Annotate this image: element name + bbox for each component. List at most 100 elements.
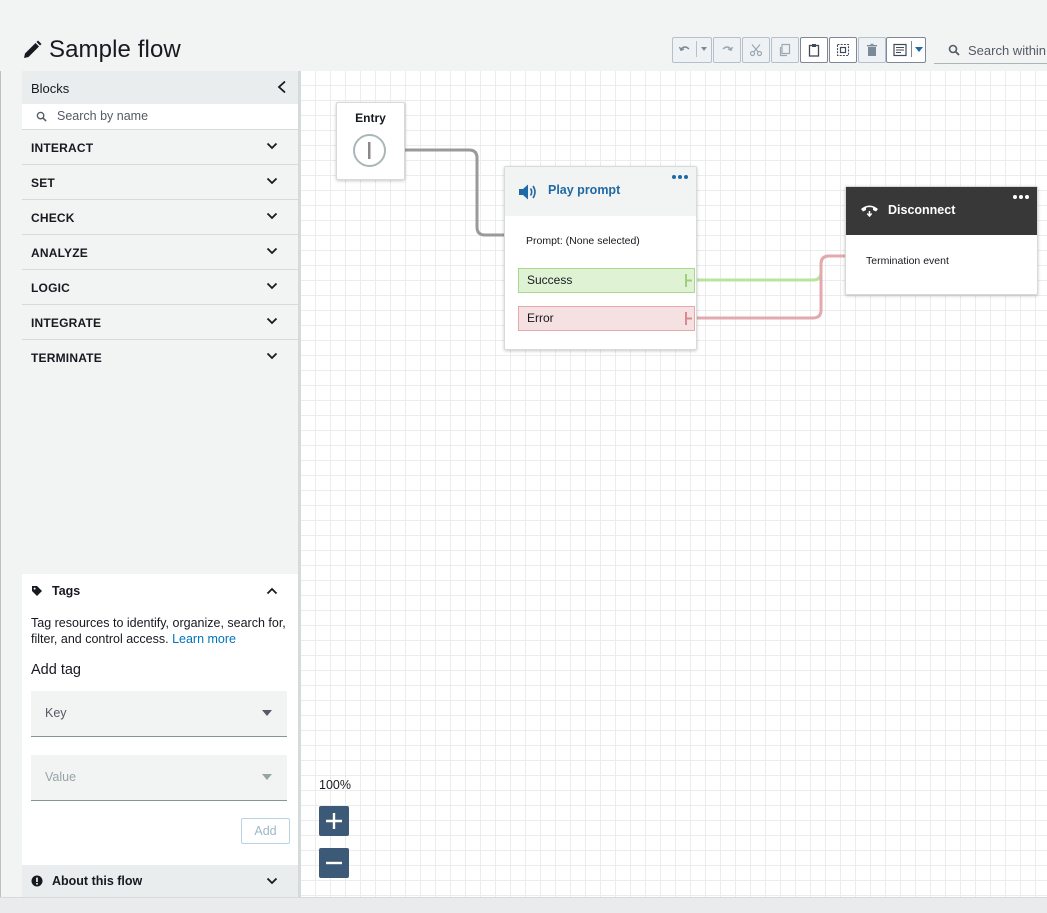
tag-value-placeholder: Value: [45, 770, 77, 784]
tag-key-placeholder: Key: [45, 706, 67, 720]
canvas-search-input[interactable]: Search within: [934, 37, 1047, 64]
chevron-down-icon: [266, 177, 278, 185]
termination-event-label: Termination event: [866, 255, 949, 267]
minus-icon: [326, 861, 342, 865]
entry-port[interactable]: [353, 134, 386, 167]
pencil-edit-icon[interactable]: [22, 40, 42, 60]
undo-history-caret-icon[interactable]: [701, 47, 707, 51]
more-options-icon[interactable]: [1013, 195, 1029, 199]
tags-header[interactable]: Tags: [22, 574, 298, 608]
tags-description: Tag resources to identify, organize, sea…: [31, 616, 291, 647]
canvas-search-placeholder: Search within: [968, 42, 1047, 58]
chevron-down-icon: [266, 877, 278, 885]
paste-button[interactable]: [800, 37, 828, 63]
chevron-up-icon: [266, 587, 278, 595]
delete-button[interactable]: [858, 37, 886, 63]
undo-icon: [678, 46, 690, 52]
category-label: TERMINATE: [31, 351, 102, 365]
caret-down-icon: [262, 774, 272, 780]
chevron-down-icon: [266, 247, 278, 255]
play-prompt-block[interactable]: Play prompt Prompt: (None selected) Succ…: [504, 166, 697, 350]
chevron-down-icon: [266, 317, 278, 325]
port-handle-icon[interactable]: [685, 274, 692, 287]
category-terminate[interactable]: TERMINATE: [22, 340, 298, 374]
add-tag-button[interactable]: Add: [241, 818, 290, 844]
sidebar-resize-handle[interactable]: [298, 71, 301, 897]
error-branch[interactable]: Error: [518, 306, 695, 331]
tag-icon: [32, 586, 42, 596]
entry-block[interactable]: Entry: [336, 102, 405, 180]
hang-up-phone-icon: [861, 205, 878, 217]
category-label: INTEGRATE: [31, 316, 102, 330]
info-alert-icon: [31, 875, 43, 887]
clipboard-icon: [808, 44, 820, 57]
category-analyze[interactable]: ANALYZE: [22, 235, 298, 270]
chevron-down-icon: [266, 282, 278, 290]
about-flow-label: About this flow: [52, 874, 143, 888]
port-handle-icon[interactable]: [685, 312, 692, 325]
chevron-down-icon: [266, 352, 278, 360]
speaker-icon: [519, 184, 536, 200]
select-all-button[interactable]: [829, 37, 857, 63]
bottom-status-bar: [0, 897, 1047, 913]
port-handle-icon: [368, 142, 371, 159]
blocks-header: Blocks: [22, 71, 298, 104]
category-label: SET: [31, 176, 55, 190]
page-title: Sample flow: [49, 36, 181, 63]
play-prompt-title: Play prompt: [548, 183, 621, 197]
category-interact[interactable]: INTERACT: [22, 130, 298, 165]
redo-icon: [722, 46, 734, 52]
category-set[interactable]: SET: [22, 165, 298, 200]
category-label: CHECK: [31, 211, 75, 225]
category-label: INTERACT: [31, 141, 94, 155]
redo-button[interactable]: [713, 37, 741, 63]
play-prompt-header: Play prompt: [505, 167, 696, 216]
category-integrate[interactable]: INTEGRATE: [22, 305, 298, 340]
tag-key-select[interactable]: Key: [31, 691, 287, 737]
cut-button[interactable]: [742, 37, 770, 63]
scissors-icon: [749, 44, 763, 57]
success-branch[interactable]: Success: [518, 268, 695, 293]
title-area: Sample flow: [22, 36, 181, 64]
category-check[interactable]: CHECK: [22, 200, 298, 235]
blocks-label: Blocks: [31, 81, 70, 96]
copy-icon: [779, 43, 791, 57]
toolbar-divider: [696, 41, 697, 57]
zoom-in-button[interactable]: [319, 806, 349, 836]
caret-down-icon: [262, 710, 272, 716]
category-label: ANALYZE: [31, 246, 88, 260]
blocks-sidebar: Blocks Search by name INTERACT SET CHECK…: [22, 71, 299, 897]
trash-icon: [867, 43, 877, 56]
more-options-icon[interactable]: [672, 175, 688, 179]
disconnect-block[interactable]: Disconnect Termination event: [845, 186, 1038, 295]
learn-more-link[interactable]: Learn more: [172, 631, 236, 646]
zoom-out-button[interactable]: [319, 848, 349, 878]
search-icon: [36, 111, 47, 122]
select-area-icon: [836, 43, 850, 57]
block-search-input[interactable]: Search by name: [22, 104, 298, 130]
success-branch-label: Success: [527, 273, 573, 287]
tags-title: Tags: [52, 584, 81, 598]
tags-panel: Tags Tag resources to identify, organize…: [22, 574, 298, 865]
tags-description-text: Tag resources to identify, organize, sea…: [31, 616, 286, 646]
tag-value-select[interactable]: Value: [31, 755, 287, 801]
disconnect-header: Disconnect: [846, 187, 1037, 235]
category-label: LOGIC: [31, 281, 70, 295]
copy-button[interactable]: [771, 37, 799, 63]
flow-canvas[interactable]: Entry Play prompt Prompt: (None selected…: [301, 71, 1047, 897]
about-flow-section[interactable]: About this flow: [22, 865, 298, 897]
prompt-text: Prompt: (None selected): [526, 235, 640, 247]
add-tag-label: Add tag: [31, 662, 81, 678]
block-search-placeholder: Search by name: [57, 109, 149, 123]
notes-icon: [892, 43, 907, 57]
collapse-sidebar-icon[interactable]: [276, 80, 288, 94]
zoom-level: 100%: [319, 778, 351, 792]
plus-icon: [326, 813, 342, 829]
notes-menu-caret-icon[interactable]: [915, 47, 923, 52]
chevron-down-icon: [266, 212, 278, 220]
category-logic[interactable]: LOGIC: [22, 270, 298, 305]
chevron-down-icon: [266, 142, 278, 150]
entry-title: Entry: [355, 111, 386, 125]
search-icon: [948, 44, 960, 56]
error-to-disconnect-connector: [693, 254, 855, 320]
